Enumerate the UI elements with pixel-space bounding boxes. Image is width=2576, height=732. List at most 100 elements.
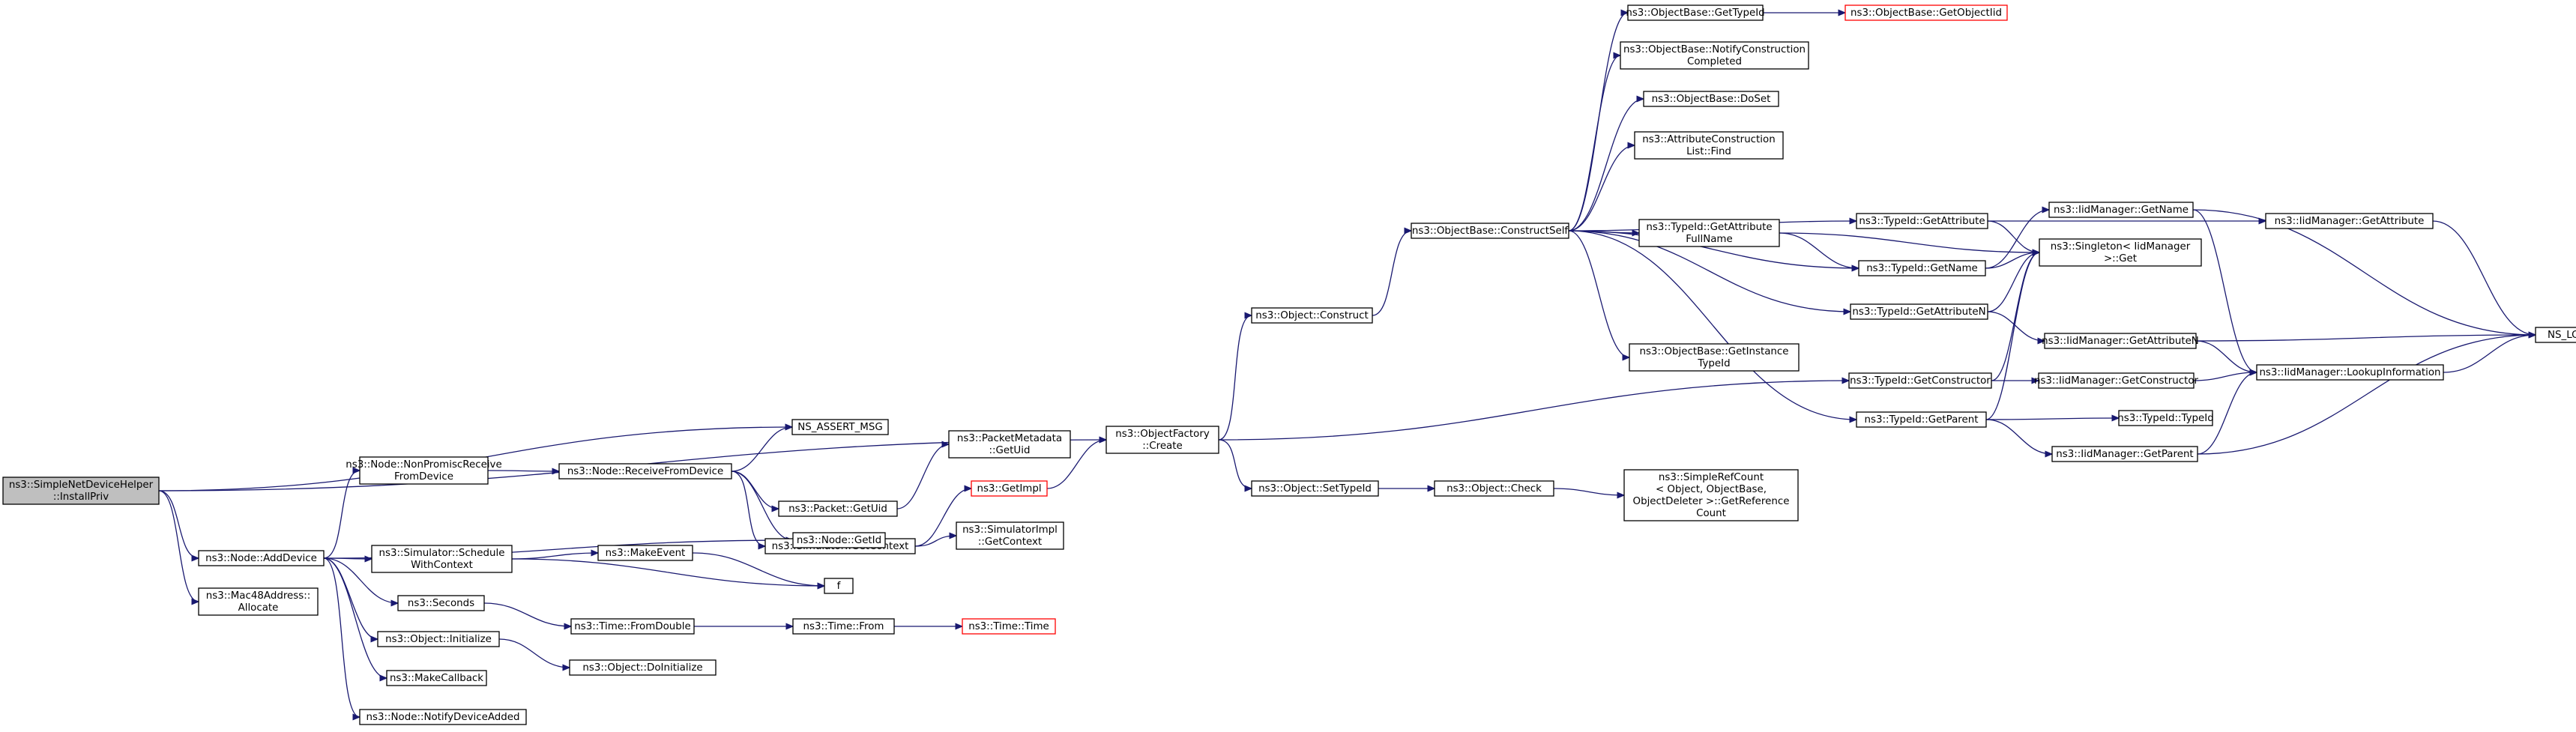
node-ns3-mac48address-allocate[interactable]: ns3::Mac48Address::Allocate — [198, 587, 319, 616]
nodes-layer: ns3::SimpleNetDeviceHelper::InstallPrivn… — [2, 4, 2576, 725]
node-ns3-typeid-typeid[interactable]: ns3::TypeId::TypeId — [2117, 410, 2214, 426]
node-label-line: ns3::Object::Check — [1447, 483, 1542, 494]
edge-line — [914, 488, 972, 547]
node-ns3-makecallback[interactable]: ns3::MakeCallback — [386, 670, 487, 686]
edge-arrowhead — [941, 441, 950, 448]
edge-n46-n47 — [498, 638, 571, 671]
node-label-line: ns3::MakeEvent — [606, 548, 686, 559]
node-label-line: ns3::SimulatorImpl — [962, 524, 1058, 536]
edge-arrowhead — [1636, 95, 1645, 103]
edge-n36-n1 — [1046, 436, 1108, 489]
node-ns3-iidmanager-getparent[interactable]: ns3::IidManager::GetParent — [2051, 446, 2198, 462]
node-ns3-simplenetdevicehelper-installpriv[interactable]: ns3::SimpleNetDeviceHelper::InstallPriv — [2, 477, 160, 505]
edge-line — [1779, 232, 2040, 253]
edge-n1-n7 — [1218, 377, 1850, 441]
node-ns3-time-fromdouble[interactable]: ns3::Time::FromDouble — [570, 618, 695, 635]
node-ns3-objectbase-constructself[interactable]: ns3::ObjectBase::ConstructSelf — [1411, 223, 1569, 239]
node-box — [2038, 372, 2195, 389]
edge-n5-n8 — [1372, 227, 1413, 316]
edge-arrowhead — [964, 485, 973, 492]
node-ns3-typeid-getconstructor[interactable]: ns3::TypeId::GetConstructor — [1848, 372, 1992, 389]
node-label-line: ns3::IidManager::GetAttributeN — [2042, 336, 2199, 347]
node-ns3-node-getid[interactable]: ns3::Node::GetId — [792, 532, 886, 548]
edge-n35-n37 — [914, 532, 958, 547]
edge-arrowhead — [2031, 377, 2040, 384]
node-ns3-node-adddevice[interactable]: ns3::Node::AddDevice — [198, 550, 325, 566]
node-ns3-packet-getuid[interactable]: ns3::Packet::GetUid — [778, 500, 898, 517]
node-ns3-objectbase-doset[interactable]: ns3::ObjectBase::DoSet — [1643, 91, 1779, 107]
node-label-line: ns3::Node::ReceiveFromDevice — [567, 466, 723, 477]
node-label-line: Count — [1696, 508, 1726, 519]
node-label-line: < Object, ObjectBase, — [1656, 484, 1767, 495]
node-ns3-node-notifydeviceadded[interactable]: ns3::Node::NotifyDeviceAdded — [359, 709, 527, 725]
edge-n31-n32 — [487, 468, 561, 475]
edge-n6-n29 — [1378, 485, 1436, 492]
node-box — [792, 618, 895, 635]
node-ns3-iidmanager-getattribute[interactable]: ns3::IidManager::GetAttribute — [2265, 213, 2434, 229]
node-label-line: >::Get — [2104, 253, 2137, 264]
node-ns3-time-time[interactable]: ns3::Time::Time — [962, 618, 1056, 635]
node-box — [371, 545, 513, 573]
node-ns3-objectbase-gettypeid[interactable]: ns3::ObjectBase::GetTypeId — [1626, 4, 1765, 21]
node-label-line: ns3::AttributeConstruction — [1642, 134, 1775, 145]
node-label-line: ns3::Singleton< IidManager — [2051, 241, 2191, 252]
edge-arrowhead — [2042, 206, 2051, 214]
node-label-line: ns3::IidManager::GetParent — [2056, 449, 2193, 460]
node-ns3-typeid-getattributen[interactable]: ns3::TypeId::GetAttributeN — [1850, 303, 1988, 320]
node-f[interactable]: f — [824, 578, 854, 594]
edge-arrowhead — [1099, 436, 1108, 444]
node-ns3-iidmanager-getattributen[interactable]: ns3::IidManager::GetAttributeN — [2042, 333, 2199, 349]
node-ns3-simulatorimpl-getcontext[interactable]: ns3::SimulatorImpl::GetContext — [956, 521, 1064, 550]
node-ns3-typeid-getattribute[interactable]: ns3::TypeId::GetAttribute — [1856, 213, 1988, 229]
edge-n15-n16 — [1779, 232, 1860, 272]
node-ns3-object-initialize[interactable]: ns3::Object::Initialize — [377, 631, 500, 647]
node-ns3-packetmetadata-getuid[interactable]: ns3::PacketMetadata::GetUid — [948, 430, 1071, 459]
node-ns3-getimpl[interactable]: ns3::GetImpl — [971, 480, 1048, 497]
node-box — [1105, 426, 1219, 454]
node-ns3-seconds[interactable]: ns3::Seconds — [397, 595, 485, 611]
node-label-line: ::GetContext — [978, 536, 1042, 548]
node-ns3-object-doinitialize[interactable]: ns3::Object::DoInitialize — [569, 659, 717, 676]
edge-line — [1568, 230, 1857, 420]
node-ns3-iidmanager-lookupinformation[interactable]: ns3::IidManager::LookupInformation — [2256, 364, 2444, 381]
node-box — [1638, 219, 1780, 247]
node-ns3-node-receivefromdevice[interactable]: ns3::Node::ReceiveFromDevice — [558, 463, 732, 480]
edge-arrowhead — [564, 623, 573, 630]
edge-n43-n44 — [694, 623, 794, 630]
edge-n44-n45 — [894, 623, 964, 630]
edge-arrowhead — [1404, 227, 1413, 235]
edge-n8-n13 — [1568, 142, 1636, 232]
node-ns3-simplerefcount-object-objectbase-objectdeleter-getreference-count[interactable]: ns3::SimpleRefCount< Object, ObjectBase,… — [1623, 469, 1799, 521]
node-ns3-time-from[interactable]: ns3::Time::From — [792, 618, 895, 635]
node-label-line: ns3::IidManager::GetName — [2054, 205, 2189, 216]
node-ns3-singleton-iidmanager-get[interactable]: ns3::Singleton< IidManager>::Get — [2039, 238, 2202, 267]
node-ns3-makeevent[interactable]: ns3::MakeEvent — [597, 545, 693, 561]
node-ns-assert-msg[interactable]: NS_ASSERT_MSG — [791, 419, 889, 435]
node-ns3-objectfactory-create[interactable]: ns3::ObjectFactory::Create — [1105, 426, 1219, 454]
node-ns3-object-construct[interactable]: ns3::Object::Construct — [1251, 307, 1373, 324]
node-ns3-objectbase-notifyconstruction-completed[interactable]: ns3::ObjectBase::NotifyConstructionCompl… — [1620, 41, 1809, 70]
node-label-line: ns3::Node::GetId — [797, 535, 881, 546]
node-label-line: NS_LOG_LOGIC — [2548, 330, 2576, 341]
node-ns3-typeid-getname[interactable]: ns3::TypeId::GetName — [1858, 260, 1986, 276]
node-ns3-objectbase-getobjectiid[interactable]: ns3::ObjectBase::GetObjectIid — [1844, 4, 2008, 21]
edge-line — [692, 552, 825, 587]
edge-line — [1218, 439, 1252, 489]
node-ns3-typeid-getparent[interactable]: ns3::TypeId::GetParent — [1856, 411, 1987, 428]
node-ns-log-logic[interactable]: NS_LOG_LOGIC — [2535, 327, 2576, 343]
node-label-line: List::Find — [1686, 146, 1731, 157]
edge-n14-n21 — [1987, 220, 2041, 256]
edge-line — [2197, 334, 2536, 455]
node-box — [1620, 41, 1809, 70]
node-ns3-iidmanager-getname[interactable]: ns3::IidManager::GetName — [2048, 202, 2194, 218]
node-label-line: ns3::Object::SetTypeId — [1258, 483, 1372, 494]
node-ns3-object-settypeid[interactable]: ns3::Object::SetTypeId — [1251, 480, 1379, 497]
node-ns3-iidmanager-getconstructor[interactable]: ns3::IidManager::GetConstructor — [2034, 372, 2199, 389]
node-ns3-object-check[interactable]: ns3::Object::Check — [1434, 480, 1554, 497]
edge-line — [731, 471, 794, 541]
